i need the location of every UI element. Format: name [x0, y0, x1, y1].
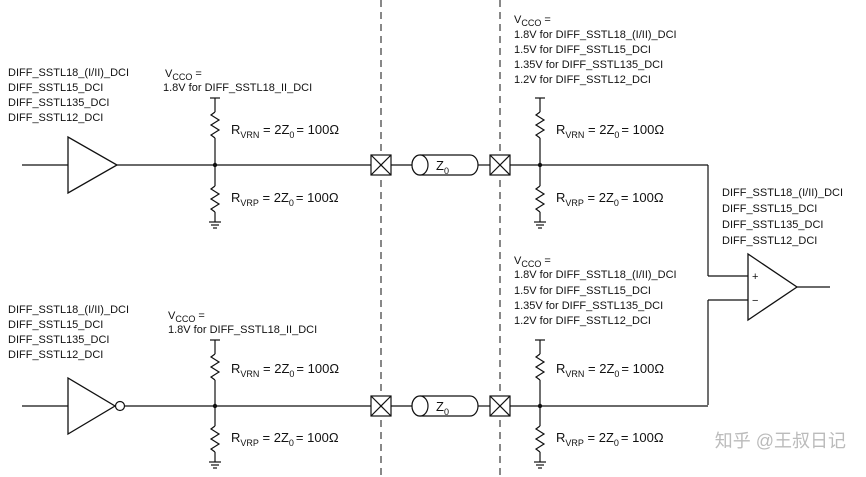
bottom-receiver-vrp-resistor — [534, 406, 546, 462]
top-receiver-vcco-note-4: 1.2V for DIFF_SSTL12_DCI — [514, 74, 651, 86]
bottom-driver-vrn-resistor — [209, 339, 221, 406]
top-receiver-vcco-note-3: 1.35V for DIFF_SSTL135_DCI — [514, 59, 663, 71]
top-driver-vrn-resistor — [209, 97, 221, 165]
bottom-driver-standard-1: DIFF_SSTL18_(I/II)_DCI — [8, 304, 129, 316]
bottom-receiver-vcco-label: VCCO = — [514, 255, 551, 269]
bottom-driver-ground-icon — [209, 461, 221, 469]
top-driver-vrn-label: RVRN = 2Z0= 100Ω — [231, 122, 339, 140]
top-driver-vrp-label: RVRP = 2Z0= 100Ω — [231, 190, 339, 208]
top-receiver-ground-icon — [534, 221, 546, 229]
bottom-left-connector — [370, 395, 392, 417]
bottom-driver-vcco-label: VCCO = — [168, 310, 205, 324]
bottom-driver-inverter — [22, 376, 371, 436]
bottom-receiver-vcco-note-1: 1.8V for DIFF_SSTL18_(I/II)_DCI — [514, 269, 677, 281]
top-transmission-line: Z0 — [411, 154, 479, 176]
bottom-receiver-vrn-resistor — [534, 339, 546, 406]
bottom-driver-standard-4: DIFF_SSTL12_DCI — [8, 349, 103, 361]
bottom-driver-standard-3: DIFF_SSTL135_DCI — [8, 334, 109, 346]
top-receiver-vrp-resistor — [534, 165, 546, 222]
bottom-receiver-vcco-note-2: 1.5V for DIFF_SSTL15_DCI — [514, 285, 651, 297]
comparator-minus: − — [752, 295, 758, 307]
top-driver-standard-4: DIFF_SSTL12_DCI — [8, 112, 103, 124]
bottom-driver-vrp-label: RVRP = 2Z0= 100Ω — [231, 430, 339, 448]
top-receiver-vrn-label: RVRN = 2Z0= 100Ω — [556, 122, 664, 140]
bottom-receiver-vcco-note-4: 1.2V for DIFF_SSTL12_DCI — [514, 315, 651, 327]
bottom-driver-vrp-resistor — [209, 406, 221, 462]
top-receiver-vrp-label: RVRP = 2Z0= 100Ω — [556, 190, 664, 208]
bottom-driver-standard-2: DIFF_SSTL15_DCI — [8, 319, 103, 331]
bottom-receiver-vcco-note-3: 1.35V for DIFF_SSTL135_DCI — [514, 300, 663, 312]
top-receiver-vcco-note-2: 1.5V for DIFF_SSTL15_DCI — [514, 44, 651, 56]
top-driver-buffer — [22, 135, 371, 195]
bottom-right-connector — [489, 395, 511, 417]
bottom-transmission-line: Z0 — [411, 395, 479, 417]
watermark: 知乎 @王叔日记 — [715, 431, 846, 451]
top-driver-standard-2: DIFF_SSTL15_DCI — [8, 82, 103, 94]
top-receiver-vcco-label: VCCO = — [514, 14, 551, 28]
top-driver-vcco-note: 1.8V for DIFF_SSTL18_II_DCI — [163, 82, 312, 94]
receiver-standard-2: DIFF_SSTL15_DCI — [722, 203, 817, 215]
top-receiver-vcco-note-1: 1.8V for DIFF_SSTL18_(I/II)_DCI — [514, 29, 677, 41]
top-driver-vrp-resistor — [209, 165, 221, 222]
comparator-plus: + — [752, 271, 758, 283]
top-left-connector — [370, 154, 392, 176]
bottom-receiver-vrp-label: RVRP = 2Z0= 100Ω — [556, 430, 664, 448]
bottom-driver-vrn-label: RVRN = 2Z0= 100Ω — [231, 361, 339, 379]
top-receiver-vrn-resistor — [534, 97, 546, 165]
receiver-comparator: + − — [747, 252, 799, 322]
top-driver-standard-1: DIFF_SSTL18_(I/II)_DCI — [8, 67, 129, 79]
bottom-receiver-vrn-label: RVRN = 2Z0= 100Ω — [556, 361, 664, 379]
top-driver-standard-3: DIFF_SSTL135_DCI — [8, 97, 109, 109]
receiver-standard-4: DIFF_SSTL12_DCI — [722, 235, 817, 247]
bottom-receiver-ground-icon — [534, 461, 546, 469]
top-driver-ground-icon — [209, 221, 221, 229]
top-driver-vcco-label: VCCO = — [165, 68, 202, 82]
bottom-driver-vcco-note: 1.8V for DIFF_SSTL18_II_DCI — [168, 324, 317, 336]
svg-text:Z0: Z0 — [436, 399, 449, 417]
svg-text:Z0: Z0 — [436, 158, 449, 176]
receiver-standard-1: DIFF_SSTL18_(I/II)_DCI — [722, 187, 843, 199]
receiver-standard-3: DIFF_SSTL135_DCI — [722, 219, 823, 231]
top-right-connector — [489, 154, 511, 176]
